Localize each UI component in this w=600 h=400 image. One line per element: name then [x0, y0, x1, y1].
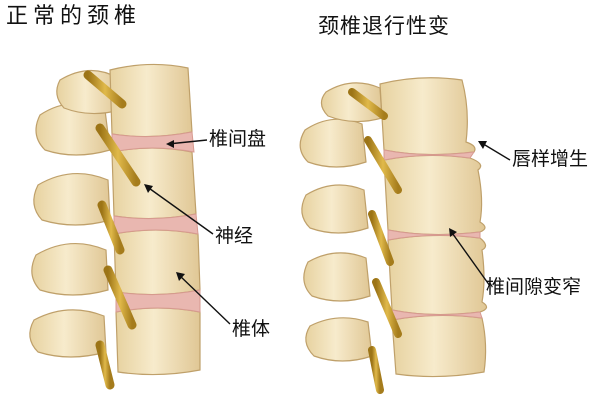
- degenerated-spine: [299, 77, 488, 394]
- normal-nerve-roots: [83, 70, 141, 390]
- leader-lines: [144, 139, 511, 325]
- label-vertebral-body: 椎体: [232, 318, 271, 340]
- title-degenerated-spine: 颈椎退行性变: [318, 14, 450, 38]
- leader-nerve: [145, 185, 214, 235]
- label-disc: 椎间盘: [209, 128, 267, 150]
- leader-disc: [167, 139, 208, 145]
- degenerated-nerve-roots: [348, 88, 402, 394]
- leader-body: [177, 273, 231, 325]
- label-narrowed-space: 椎间隙变窄: [486, 276, 582, 298]
- arrowhead-lip: [478, 141, 487, 149]
- degenerated-vertebral-bodies: [379, 77, 488, 378]
- arrowhead-body: [176, 272, 185, 281]
- arrowhead-disc: [166, 140, 174, 148]
- arrowhead-nerve: [144, 184, 153, 193]
- degenerated-discs: [383, 149, 483, 321]
- label-nerve: 神经: [215, 225, 254, 247]
- title-normal-spine: 正常的颈椎: [6, 4, 142, 29]
- arrowhead-narrow: [449, 228, 457, 237]
- leader-narrow: [449, 229, 491, 287]
- normal-discs: [111, 131, 201, 313]
- degenerated-posterior-processes: [299, 82, 383, 362]
- label-lip-osteophyte: 唇样增生: [512, 148, 589, 170]
- normal-spine: [29, 63, 201, 390]
